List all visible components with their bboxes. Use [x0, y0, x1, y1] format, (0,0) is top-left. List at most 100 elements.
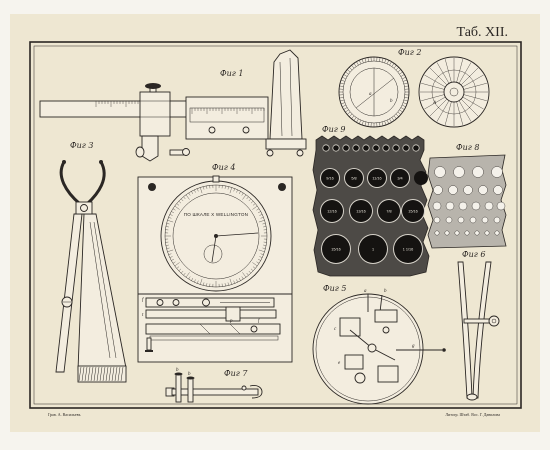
dial-tick	[403, 82, 408, 85]
dial-tick	[402, 104, 406, 107]
dial-left-ticks	[339, 57, 409, 127]
dial-graduation	[194, 279, 196, 283]
pointer-tip	[442, 348, 446, 352]
gauge-hole-label: 15/16	[331, 248, 341, 252]
dial-tick	[386, 120, 389, 124]
plate-hole	[432, 201, 442, 211]
small-hole	[333, 145, 339, 151]
dial-tick	[395, 113, 399, 117]
plate-hole	[474, 230, 480, 236]
fig3-label: Фиг 3	[70, 141, 93, 150]
post-hatch	[279, 61, 283, 137]
tweezer-joint	[466, 393, 478, 401]
gauge-hole	[359, 235, 387, 263]
dial-graduation	[227, 282, 229, 286]
fine-screw	[169, 149, 185, 156]
vernier-screw	[242, 126, 250, 134]
hatch-line	[114, 366, 118, 382]
credit-engraver: Грав. А. Васильевъ	[48, 412, 80, 417]
small-hole	[343, 145, 349, 151]
mechanism-block	[344, 354, 364, 370]
fig4-letter: f	[258, 319, 260, 324]
plate-hole	[484, 201, 494, 211]
dial-graduation	[168, 217, 172, 219]
gauge-hole	[321, 200, 343, 222]
dial-graduation	[171, 211, 175, 214]
dial-tick	[403, 79, 407, 82]
plate-hole	[454, 230, 460, 236]
dial-right-radials	[420, 58, 488, 126]
gauge-hole-label: 7/8	[386, 210, 391, 214]
dial-tick	[381, 58, 384, 63]
gauge-hole	[414, 171, 428, 185]
bar-screw	[172, 299, 180, 306]
fig4-letter: f	[142, 298, 144, 303]
dial-tick	[345, 71, 349, 75]
dial-graduation	[250, 268, 254, 272]
dial-graduation	[224, 283, 226, 287]
fig6-tweezers: Фиг 6	[457, 250, 500, 401]
frame-outer	[29, 41, 522, 409]
plate-hole	[458, 201, 468, 211]
post-foot	[266, 149, 274, 157]
fine-screw-knob	[182, 148, 190, 156]
dial-graduation	[203, 282, 205, 286]
gauge-post	[187, 377, 194, 403]
dial-graduation	[238, 277, 241, 281]
gauge-hole	[350, 200, 372, 222]
post-cap	[186, 376, 195, 380]
small-hole	[393, 145, 399, 151]
dial-graduation	[252, 203, 256, 206]
pivot-screw	[80, 204, 88, 212]
bar-screw	[202, 298, 210, 307]
dial-graduation	[206, 185, 208, 189]
dial-graduation	[183, 272, 186, 276]
dial-graduation	[167, 249, 174, 252]
dial-graduation	[257, 211, 261, 214]
plate-hole	[491, 166, 503, 178]
dial-tick	[403, 99, 408, 102]
post-foot	[296, 149, 304, 157]
dial-graduation	[242, 194, 247, 200]
plate-hole	[448, 185, 458, 195]
dial-tick	[397, 69, 401, 73]
plate-hole	[472, 166, 484, 178]
dial-graduations	[165, 185, 267, 287]
plate-hole	[496, 201, 506, 211]
gauge-hole	[378, 200, 400, 222]
dial-tick	[404, 85, 409, 87]
dial-graduation	[191, 277, 194, 281]
dial-tick	[343, 74, 348, 77]
jaw-tip	[62, 160, 66, 164]
fig5-letter: c	[334, 327, 337, 332]
plate-hole	[457, 216, 465, 224]
dial-graduation	[250, 200, 254, 204]
divider-foot	[77, 365, 127, 383]
plate-hole	[453, 166, 465, 178]
dial-graduation	[236, 279, 238, 283]
dial-graduation	[169, 256, 173, 258]
small-hole	[373, 145, 379, 151]
small-hole	[413, 145, 419, 151]
hatch-line	[93, 366, 97, 382]
fig1-caliper: Фиг 1	[39, 49, 307, 162]
dial-hand-short	[211, 235, 217, 263]
dial-graduation	[256, 261, 260, 264]
fig7-label: Фиг 7	[224, 369, 248, 378]
mechanism-block	[339, 317, 361, 337]
dial-graduation	[176, 266, 180, 269]
dial-right-ring	[431, 69, 477, 115]
plate-hole	[444, 230, 450, 236]
dial-tick	[367, 57, 369, 62]
dial-tick	[349, 113, 353, 117]
tweezer-leg-right	[472, 261, 492, 399]
dial-graduation	[185, 272, 190, 278]
dial-graduation	[262, 223, 266, 225]
dial-graduation	[185, 194, 190, 200]
dial-tick	[340, 99, 345, 102]
dial-graduation	[168, 253, 172, 255]
mechanism-post	[379, 294, 383, 313]
plate-hole	[478, 185, 488, 195]
